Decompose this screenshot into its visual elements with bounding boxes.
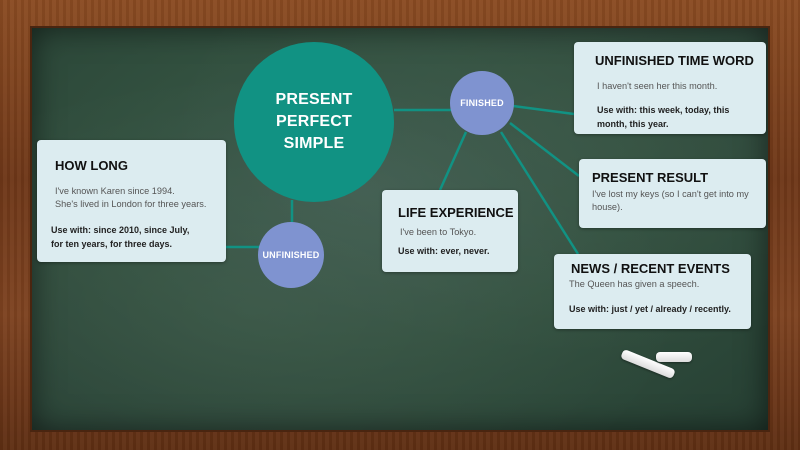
connector-finished-life: [438, 131, 468, 191]
card-example: I haven't seen her this month.: [597, 81, 718, 91]
card-example: I've lost my keys (so I can't get into m…: [592, 189, 749, 212]
finished-node: FINISHED: [450, 71, 514, 135]
unfinished-node: UNFINISHED: [258, 222, 324, 288]
card-news-recent-events: NEWS / RECENT EVENTS The Queen has given…: [554, 254, 751, 329]
chalk-piece: [656, 352, 692, 362]
connector-finished-news: [499, 131, 580, 255]
card-example: I've known Karen since 1994. She's lived…: [55, 185, 220, 211]
unfinished-label: UNFINISHED: [262, 250, 320, 260]
center-node: PRESENT PERFECT SIMPLE: [234, 42, 394, 202]
example-line-1: I've known Karen since 1994.: [55, 186, 175, 196]
usage-line-1: Use with: since 2010, since July,: [51, 225, 190, 235]
card-example: The Queen has given a speech.: [569, 279, 700, 289]
card-usage: Use with: just / yet / already / recentl…: [569, 304, 731, 314]
card-title: UNFINISHED TIME WORD: [595, 53, 754, 68]
connector-finished-result: [509, 122, 580, 177]
card-unfinished-time-word: UNFINISHED TIME WORD I haven't seen her …: [574, 42, 766, 134]
center-label: PRESENT PERFECT SIMPLE: [275, 91, 353, 152]
card-title: LIFE EXPERIENCE: [398, 205, 514, 220]
finished-label: FINISHED: [460, 98, 504, 108]
card-title: PRESENT RESULT: [592, 170, 709, 185]
connector-finished-unfinishedtime: [512, 104, 575, 116]
card-usage: Use with: this week, today, this month, …: [597, 105, 730, 129]
card-usage: Use with: since 2010, since July, for te…: [51, 223, 221, 251]
card-example: I've been to Tokyo.: [400, 227, 477, 237]
card-title: HOW LONG: [55, 158, 128, 173]
example-line-2: She's lived in London for three years.: [55, 199, 207, 209]
card-life-experience: LIFE EXPERIENCE I've been to Tokyo. Use …: [382, 190, 518, 272]
card-title: NEWS / RECENT EVENTS: [571, 261, 730, 276]
card-how-long: HOW LONG I've known Karen since 1994. Sh…: [37, 140, 226, 262]
card-usage: Use with: ever, never.: [398, 246, 490, 256]
usage-line-2: for ten years, for three days.: [51, 239, 173, 249]
card-present-result: PRESENT RESULT I've lost my keys (so I c…: [579, 159, 766, 228]
